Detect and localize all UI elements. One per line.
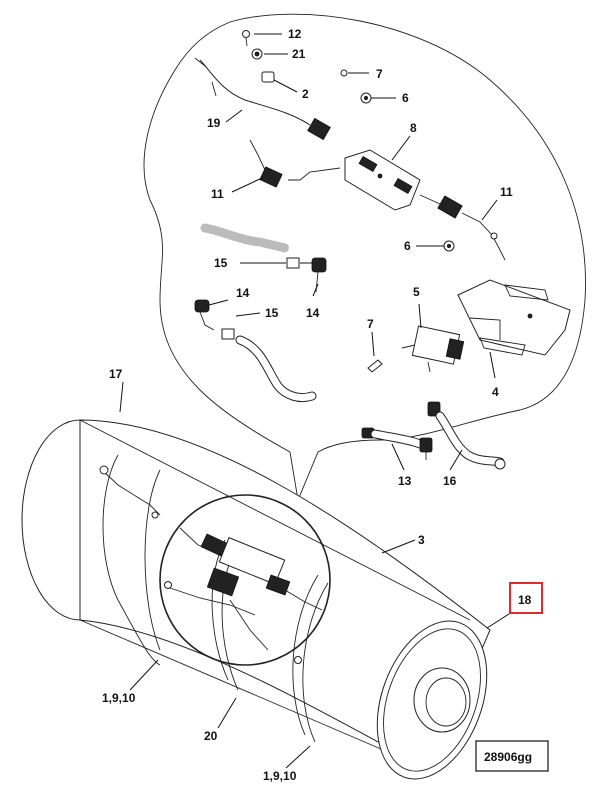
muffler-right-end-ring [383, 628, 481, 772]
callout-6-top: 6 [402, 91, 409, 105]
detail-balloon-outline [143, 13, 586, 502]
callout-14-left: 14 [236, 286, 250, 300]
elbow-14-upper [311, 257, 327, 293]
callout-21: 21 [292, 47, 306, 61]
magnification-circle [159, 494, 331, 666]
bolt-12 [242, 30, 250, 38]
callout-11-left: 11 [211, 187, 224, 201]
callout-1-9-10-bottom: 1,9,10 [263, 769, 297, 783]
muffler-band-2 [144, 469, 161, 651]
callout-1-9-10-left: 1,9,10 [102, 691, 136, 705]
screw-7-lower [367, 359, 383, 373]
clamp-2 [261, 71, 275, 83]
callout-2: 2 [302, 87, 309, 101]
callout-4: 4 [492, 385, 499, 399]
callout-14-upper: 14 [306, 306, 320, 320]
pressure-sensor-5 [401, 325, 465, 373]
magnified-sensor-assembly [164, 527, 323, 664]
muffler-band-5 [292, 574, 319, 736]
hose-13 [361, 427, 433, 460]
callout-20: 20 [204, 729, 218, 743]
bracket-8 [344, 149, 421, 211]
elbow-14-left [194, 299, 215, 331]
callout-labels: 12 21 7 2 6 19 8 11 11 6 15 14 5 14 15 1… [102, 27, 543, 783]
muffler-band-1 [102, 454, 161, 666]
fitting-15-lower [221, 328, 235, 340]
muffler-band-6 [302, 582, 329, 743]
callout-16: 16 [443, 474, 457, 488]
callout-5: 5 [413, 285, 420, 299]
muffler-assembly [21, 419, 491, 780]
leader-lines [119, 33, 513, 769]
sensor-wire-19 [199, 59, 311, 126]
callout-19: 19 [207, 116, 221, 130]
callout-12: 12 [288, 27, 302, 41]
callout-13: 13 [398, 474, 412, 488]
muffler-outlet-pipe [413, 667, 471, 733]
fitting-15-upper [286, 257, 300, 269]
callout-8: 8 [410, 121, 417, 135]
callout-6-lower: 6 [404, 239, 411, 253]
figure-code: 28906gg [484, 750, 532, 764]
callout-18: 18 [518, 593, 532, 607]
callout-7-lower: 7 [367, 317, 374, 331]
mounting-bracket-4 [457, 279, 571, 356]
hose-16 [427, 401, 506, 470]
hose-15-ghost [200, 223, 290, 253]
callout-17: 17 [109, 367, 123, 381]
callout-3: 3 [418, 533, 425, 547]
nox-sensor-11-left [249, 139, 341, 188]
callout-18-highlight-box [509, 582, 543, 614]
callout-15-lower: 15 [265, 306, 279, 320]
bolt-7-top [340, 69, 348, 77]
callout-7-top: 7 [376, 67, 383, 81]
figure-code-box [475, 740, 549, 772]
callout-15-upper: 15 [214, 256, 228, 270]
connector-19 [307, 117, 331, 141]
muffler-outlet-inner [425, 677, 467, 727]
nox-sensor-11-right [419, 194, 506, 261]
callout-11-right: 11 [500, 185, 513, 199]
